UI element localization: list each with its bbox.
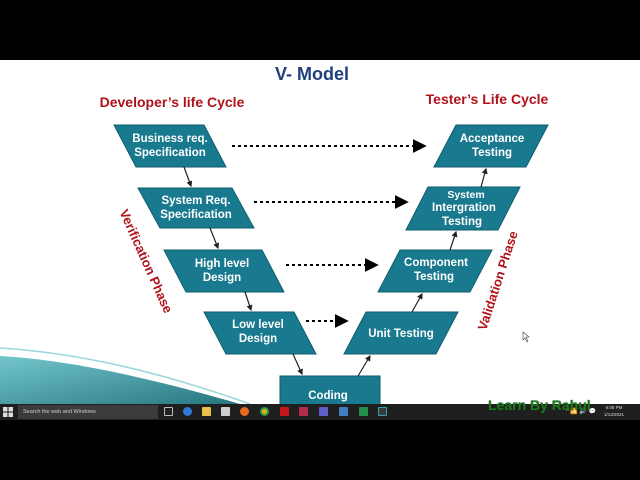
svg-text:Coding: Coding xyxy=(308,390,348,402)
step-high-level-design: High level Design xyxy=(163,249,285,293)
svg-text:System Req.: System Req. xyxy=(161,195,230,207)
acrobat-icon[interactable] xyxy=(280,407,289,416)
arrow-srs-to-hld xyxy=(209,227,220,250)
arrow-hld-to-lld xyxy=(244,291,253,312)
decorative-corner xyxy=(0,356,240,404)
monitor-icon[interactable] xyxy=(339,407,348,416)
tester-lifecycle-heading: Tester’s Life Cycle xyxy=(426,91,549,107)
taskbar-search-input[interactable]: Search the web and Windows xyxy=(18,405,158,419)
svg-text:Acceptance: Acceptance xyxy=(460,133,525,145)
file-explorer-icon[interactable] xyxy=(202,407,211,416)
windows-start-icon[interactable] xyxy=(2,406,14,418)
edge-browser-icon[interactable] xyxy=(183,407,192,416)
validation-phase-label: Validation Phase xyxy=(475,229,521,332)
clock-date: 1/13/2021 xyxy=(603,411,625,417)
svg-text:Design: Design xyxy=(239,333,277,345)
svg-text:Low level: Low level xyxy=(232,319,284,331)
svg-text:Testing: Testing xyxy=(442,216,482,228)
watermark: Learn By Rahul xyxy=(488,397,591,413)
app-icon-purple[interactable] xyxy=(299,407,308,416)
svg-text:Testing: Testing xyxy=(414,271,454,283)
arrow-integration-to-acceptance xyxy=(480,167,488,188)
arrow-coding-to-unit xyxy=(357,354,371,377)
svg-text:High level: High level xyxy=(195,258,249,270)
step-system-integration-testing: System Intergration Testing xyxy=(405,186,521,231)
step-unit-testing: Unit Testing xyxy=(343,311,459,355)
svg-text:System: System xyxy=(447,189,484,201)
step-low-level-design: Low level Design xyxy=(203,311,317,355)
arrow-brs-to-srs xyxy=(183,166,193,188)
taskbar-clock[interactable]: 6:08 PM 1/13/2021 xyxy=(598,405,630,418)
system-tray[interactable]: ^ 📶 🔊 💬 xyxy=(565,409,596,415)
arrow-component-to-integration xyxy=(449,230,458,251)
firefox-icon[interactable] xyxy=(240,407,249,416)
teams-icon[interactable] xyxy=(319,407,328,416)
task-view-icon[interactable] xyxy=(164,407,173,416)
diagram-title: V- Model xyxy=(275,64,349,84)
svg-text:Specification: Specification xyxy=(134,147,206,159)
store-icon[interactable] xyxy=(221,407,230,416)
media-app-icon[interactable] xyxy=(378,407,387,416)
step-system-requirement-specification: System Req. Specification xyxy=(137,187,255,229)
step-acceptance-testing: Acceptance Testing xyxy=(433,124,549,168)
svg-text:Unit Testing: Unit Testing xyxy=(368,328,434,340)
slide: V- Model Developer’s life Cycle Tester’s… xyxy=(0,60,640,404)
step-component-testing: Component Testing xyxy=(377,249,493,293)
mouse-cursor-icon xyxy=(522,331,530,343)
chrome-icon[interactable] xyxy=(260,407,269,416)
step-coding: Coding xyxy=(279,375,381,404)
developer-lifecycle-heading: Developer’s life Cycle xyxy=(100,94,245,110)
decorative-corner-line xyxy=(0,347,251,404)
step-business-requirement-specification: Business req. Specification xyxy=(113,124,227,168)
svg-text:Intergration: Intergration xyxy=(432,202,496,214)
arrow-unit-to-component xyxy=(411,292,423,313)
v-model-diagram: V- Model Developer’s life Cycle Tester’s… xyxy=(0,64,549,404)
clock-time: 6:08 PM xyxy=(605,405,623,410)
taskbar: Search the web and Windows ^ 📶 🔊 💬 6:08 … xyxy=(0,404,640,420)
excel-icon[interactable] xyxy=(359,407,368,416)
svg-text:Component: Component xyxy=(404,257,468,269)
arrow-lld-to-coding xyxy=(292,353,303,376)
svg-text:Testing: Testing xyxy=(472,147,512,159)
svg-text:Specification: Specification xyxy=(160,209,232,221)
svg-text:Design: Design xyxy=(203,272,241,284)
svg-text:Business req.: Business req. xyxy=(132,133,207,145)
